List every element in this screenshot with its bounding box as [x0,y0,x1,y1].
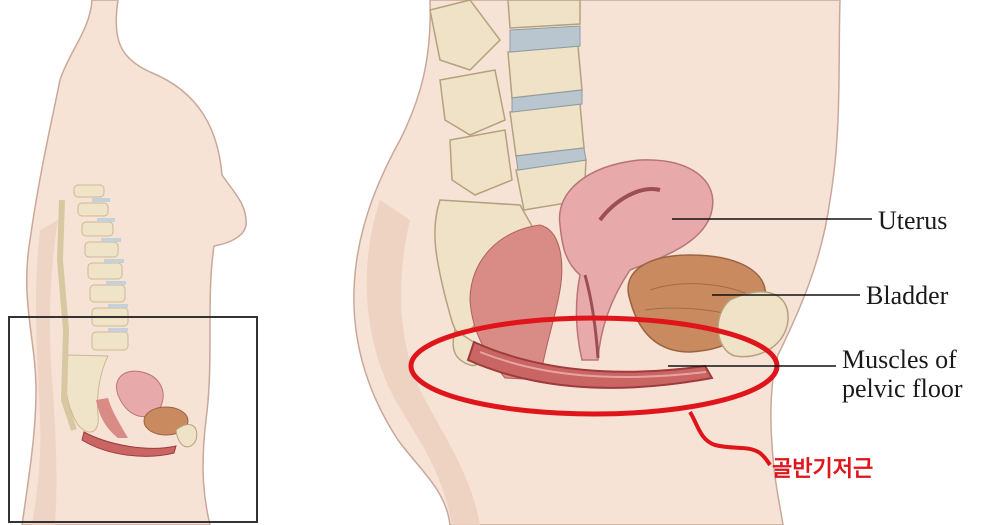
korean-pelvic-floor-annotation: 골반기저근 [772,451,873,483]
pelvic-floor-muscles-label: Muscles of pelvic floor [842,345,992,403]
bladder-label: Bladder [866,281,948,310]
enlarged-pelvis-view [354,0,872,525]
side-view-body [9,0,257,525]
uterus-label: Uterus [878,206,947,235]
